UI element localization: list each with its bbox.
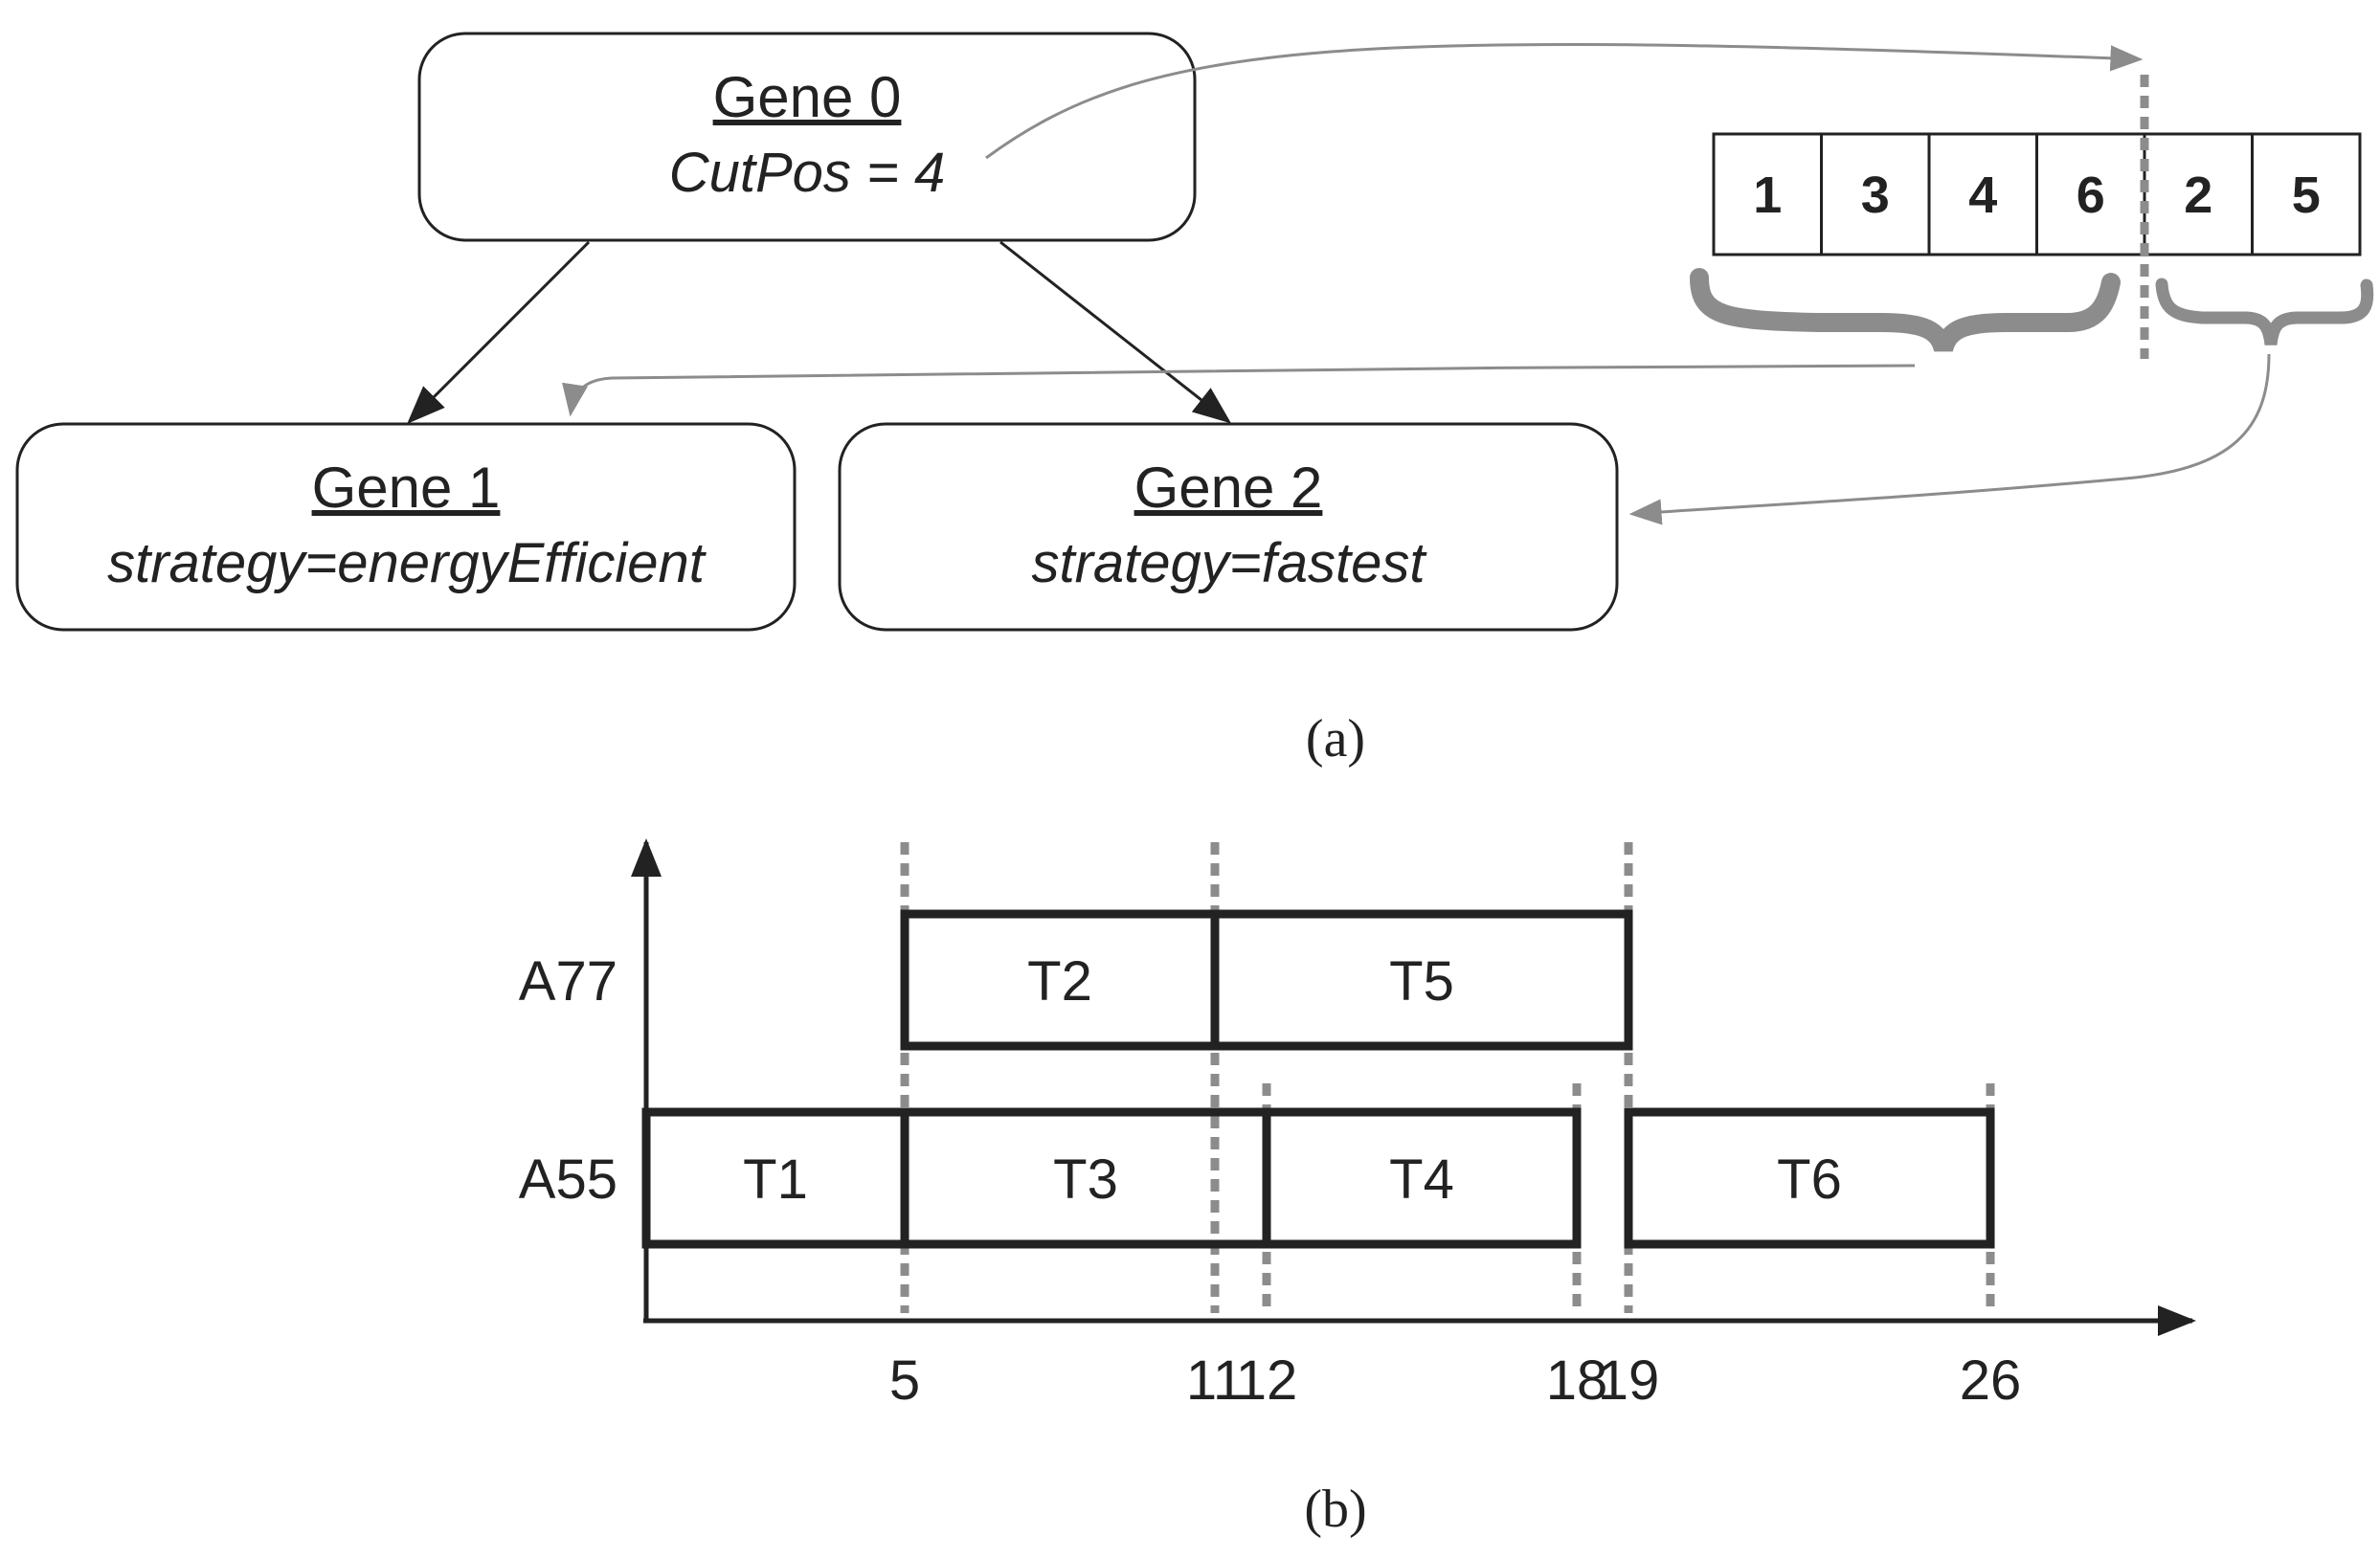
gene-1-detail: strategy=energyEfficient <box>107 532 707 594</box>
x-tick-label: 18 <box>1546 1349 1608 1412</box>
sequence-cell: 4 <box>1927 132 2038 256</box>
task-bar: T2 <box>900 909 1220 1051</box>
cutpos-arrow <box>985 43 2144 160</box>
panel-a: Gene 0 CutPos = 4 Gene 1 strategy=energy… <box>15 32 2374 769</box>
task-label: T4 <box>1389 1148 1454 1211</box>
gene-2-node: Gene 2 strategy=fastest <box>838 422 1619 632</box>
brace-left-arrow <box>562 364 1916 417</box>
x-tick-label: 26 <box>1960 1349 2022 1412</box>
sequence-cell-value: 4 <box>1968 167 1997 224</box>
brace-left <box>1690 268 2121 353</box>
task-bar: T6 <box>1624 1107 1995 1249</box>
x-tick-label: 5 <box>889 1349 920 1412</box>
sequence-cell: 2 <box>2143 132 2254 256</box>
caption-b: (b) <box>1304 1480 1366 1539</box>
gene-1-title: Gene 1 <box>312 456 501 520</box>
x-tick-label: 11 <box>1186 1349 1244 1412</box>
sequence-cell-value: 2 <box>2184 167 2212 224</box>
resource-label: A77 <box>519 950 617 1013</box>
task-label: T6 <box>1777 1148 1842 1211</box>
sequence-cell: 6 <box>2035 132 2146 256</box>
gene-0-node: Gene 0 CutPos = 4 <box>417 32 1197 242</box>
task-bar: T1 <box>641 1107 909 1249</box>
x-tick-label: 12 <box>1236 1349 1298 1412</box>
task-label: T2 <box>1027 950 1092 1013</box>
sequence-cell-value: 1 <box>1753 167 1782 224</box>
caption-a: (a) <box>1306 709 1365 769</box>
task-label: T1 <box>743 1148 808 1211</box>
task-bar: T5 <box>1210 909 1633 1051</box>
edge-gene0-gene2 <box>999 240 1232 424</box>
gene-2-detail: strategy=fastest <box>1031 532 1427 594</box>
sequence-cell-value: 5 <box>2292 167 2321 224</box>
gene-0-title: Gene 0 <box>713 65 902 129</box>
gene-2-title: Gene 2 <box>1134 456 1323 520</box>
x-tick-label: 19 <box>1598 1349 1660 1412</box>
brace-right-arrow <box>1628 353 2271 525</box>
sequence-cell: 1 <box>1712 132 1823 256</box>
task-bar: T4 <box>1262 1107 1582 1249</box>
edge-gene0-gene1 <box>407 240 591 424</box>
gene-sequence: 1 3 4 6 2 5 <box>1712 132 2362 256</box>
sequence-cell: 3 <box>1820 132 1931 256</box>
gene-0-detail: CutPos = 4 <box>669 142 946 204</box>
sequence-cell-value: 3 <box>1861 167 1890 224</box>
resource-label: A55 <box>519 1148 617 1211</box>
sequence-cell: 5 <box>2251 132 2362 256</box>
gene-1-node: Gene 1 strategy=energyEfficient <box>15 422 797 632</box>
task-label: T3 <box>1053 1148 1118 1211</box>
brace-right <box>2155 278 2374 345</box>
task-label: T5 <box>1389 950 1454 1013</box>
sequence-cell-value: 6 <box>2077 167 2105 224</box>
